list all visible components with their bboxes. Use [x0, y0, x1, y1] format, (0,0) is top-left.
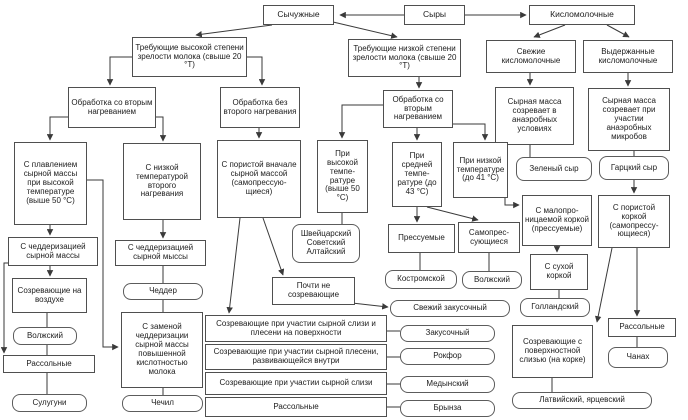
node-pressuemye: Прессуемые: [388, 224, 455, 253]
node-pri-nizkoy: При низкой темпе­ратуре (до 41 °С): [453, 142, 508, 198]
node-rassolnye-left: Рассольные: [3, 355, 95, 373]
node-svezhy-zakusochny: Свежий закусочный: [390, 300, 510, 317]
node-s-plavleniem: С плавлени­ем сырной массы при высокой т…: [14, 142, 87, 225]
node-treb-vysokoy: Требующие высокой степени зрелости молок…: [132, 37, 247, 77]
node-s-zamenoy-chedderizatsii: С заменой чеддеризации сырной массы повы…: [121, 312, 203, 388]
node-samopressuyushchiesya: Самопрес­сующиеся: [458, 222, 520, 253]
node-zeleny-syr: Зеленый сыр: [516, 157, 592, 181]
node-chanah: Чанах: [608, 347, 668, 368]
node-gollandsky: Голландский: [520, 298, 590, 317]
node-gartsky-syr: Гарцкий сыр: [599, 156, 669, 180]
node-pri-sredney: При средней темпе­ратуре (до 43 °С): [392, 142, 442, 207]
node-syry: Сыры: [404, 5, 465, 25]
node-chedderizatsiya-myssy: С чеддеризацией сырной мыссы: [115, 240, 206, 266]
node-treb-nizkoy: Требующие низкой степени зрелости молока…: [348, 39, 461, 77]
node-rokfor: Рокфор: [400, 348, 495, 365]
node-sulguni: Сулугуни: [12, 394, 87, 412]
node-obrabotka-so-vtorym-2: Обработка со вторым нагреванием: [383, 90, 453, 128]
node-sychuzhnye: Сычужные: [263, 5, 334, 25]
node-massa-mikrobov: Сырная масса созревает при участии анаэр…: [588, 88, 670, 151]
node-pri-vysokoy: При высокой темпе­ратуре (выше 50 °С): [317, 140, 368, 213]
node-obrabotka-so-vtorym-1: Обработка со вторым нагреванием: [68, 87, 156, 128]
node-brynza: Брынза: [400, 400, 495, 417]
node-chedderizatsiya-massy: С чеддеризацией сырной массы: [8, 237, 98, 266]
node-s-malopronitsaemoy-korkoy: С малопро­ницаемой коркой (прес­суемые): [522, 195, 592, 246]
node-sozrevayushchie-sliz-plesen-poverhnost: Созревающие при участии сырной слизи и п…: [205, 315, 387, 342]
node-s-poristoy-korkoy: С пористой коркой (самопрессу­ющиеся): [598, 195, 670, 248]
node-sozrevayushchie-na-vozduhe: Созревающие на воздухе: [12, 278, 87, 313]
node-kostromskoy: Костромской: [385, 270, 457, 289]
node-cheddar: Чеддер: [123, 283, 203, 300]
node-volzhsky-mid: Волжский: [462, 271, 522, 289]
node-volzhsky-left: Волжский: [13, 327, 77, 345]
node-sozrevayushchie-poverhnostnoy-slizyu: Созревающие с поверхностной слизью (на к…: [512, 325, 593, 378]
node-chechil: Чечил: [122, 395, 203, 412]
node-rassolnye-right: Рассольные: [608, 318, 676, 337]
node-sozrevayushchie-sliz: Созревающие при участии сырной слизи: [205, 372, 387, 395]
node-vyderzhannye: Выдержанные кисломолочные: [583, 40, 673, 73]
node-s-nizkoy-temperaturoy: С низкой температурой второго нагревания: [123, 143, 201, 220]
node-obrabotka-bez: Обработка без второго нагревания: [220, 87, 300, 128]
node-s-suhoy-korkoy: С сухой коркой: [530, 254, 588, 290]
node-svezhie: Свежие кисломолочные: [486, 40, 576, 73]
node-rassolnye-mid: Рассольные: [205, 397, 387, 417]
node-kislomolochnye: Кисломолочные: [529, 5, 635, 25]
node-shveytsarsky-sovetsky-altaysky: Швейцарский Советский Алтайский: [292, 224, 360, 263]
node-latviysky-yartsevsky: Латвийский, ярцевский: [512, 392, 652, 409]
node-sozrevayushchie-plesen-vnutri: Созревающие при участии сырной плесени, …: [205, 344, 387, 370]
node-s-poristoy-vnachale: С пористой вначале сырной массой (самопр…: [217, 140, 301, 218]
node-pochti-ne-sozrevayushchie: Почти не созревающие: [272, 277, 355, 305]
node-medynsky: Медынский: [400, 376, 495, 393]
node-zakusochny: Закусочный: [400, 325, 495, 342]
node-massa-anaerob: Сырная масса созревает в анаэробных усло…: [495, 87, 574, 145]
